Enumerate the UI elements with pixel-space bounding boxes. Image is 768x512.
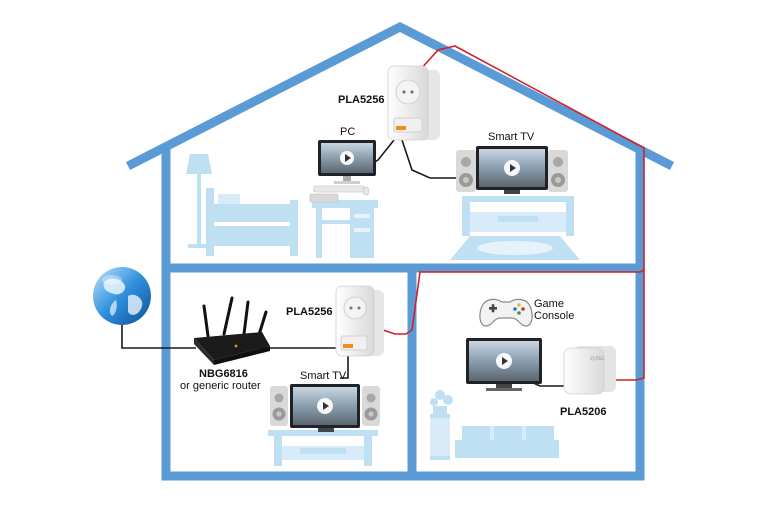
router-icon xyxy=(194,296,270,365)
pc-label: PC xyxy=(340,126,356,138)
smart-tv-bottom-label: Smart TV xyxy=(300,370,347,382)
router-description-label: or generic router xyxy=(180,380,261,392)
speaker-icon xyxy=(270,386,288,426)
powerline-wire-right xyxy=(612,270,645,381)
sofa xyxy=(455,426,559,458)
powerline-adapter-middle xyxy=(335,285,384,357)
plant xyxy=(430,390,453,460)
globe-icon xyxy=(93,267,151,325)
smart-tv-icon-bottom xyxy=(270,384,380,432)
gamepad-icon xyxy=(479,298,533,327)
adapter-brand-text: ZyXEL xyxy=(590,356,605,362)
desktop-pc-icon xyxy=(309,140,376,203)
floor-lamp xyxy=(186,154,212,174)
desk xyxy=(312,200,378,258)
smart-tv-top-label: Smart TV xyxy=(488,131,535,143)
tv-stand-top xyxy=(462,196,574,236)
game-console-label-line2: Console xyxy=(534,310,575,322)
roof xyxy=(125,21,675,171)
cable-top-adapter-tv xyxy=(401,139,478,179)
speaker-icon xyxy=(362,386,380,426)
cable-globe-router xyxy=(121,322,196,349)
powerline-wire xyxy=(377,45,645,335)
bedroom-furniture xyxy=(186,154,580,260)
top-adapter-label: PLA5256 xyxy=(338,94,385,106)
router-model-label: NBG6816 xyxy=(199,368,248,380)
game-console-label-line1: Game xyxy=(534,298,564,310)
house-walls xyxy=(161,148,645,481)
smart-tv-icon-right xyxy=(466,338,542,391)
house-outline xyxy=(125,21,675,481)
right-adapter-label: PLA5206 xyxy=(560,406,607,418)
bed xyxy=(206,188,298,256)
speaker-icon xyxy=(456,150,476,192)
powerline-adapter-top xyxy=(387,65,440,141)
rug xyxy=(450,236,580,260)
smart-tv-icon-top xyxy=(456,146,568,194)
middle-adapter-label: PLA5256 xyxy=(286,306,333,318)
speaker-icon xyxy=(548,150,568,192)
cable-adapter-tv-bottom xyxy=(340,356,349,379)
powerline-adapter-right: ZyXEL xyxy=(563,346,616,395)
tv-stand-bottom xyxy=(268,430,378,466)
living-room-furniture xyxy=(430,390,559,460)
